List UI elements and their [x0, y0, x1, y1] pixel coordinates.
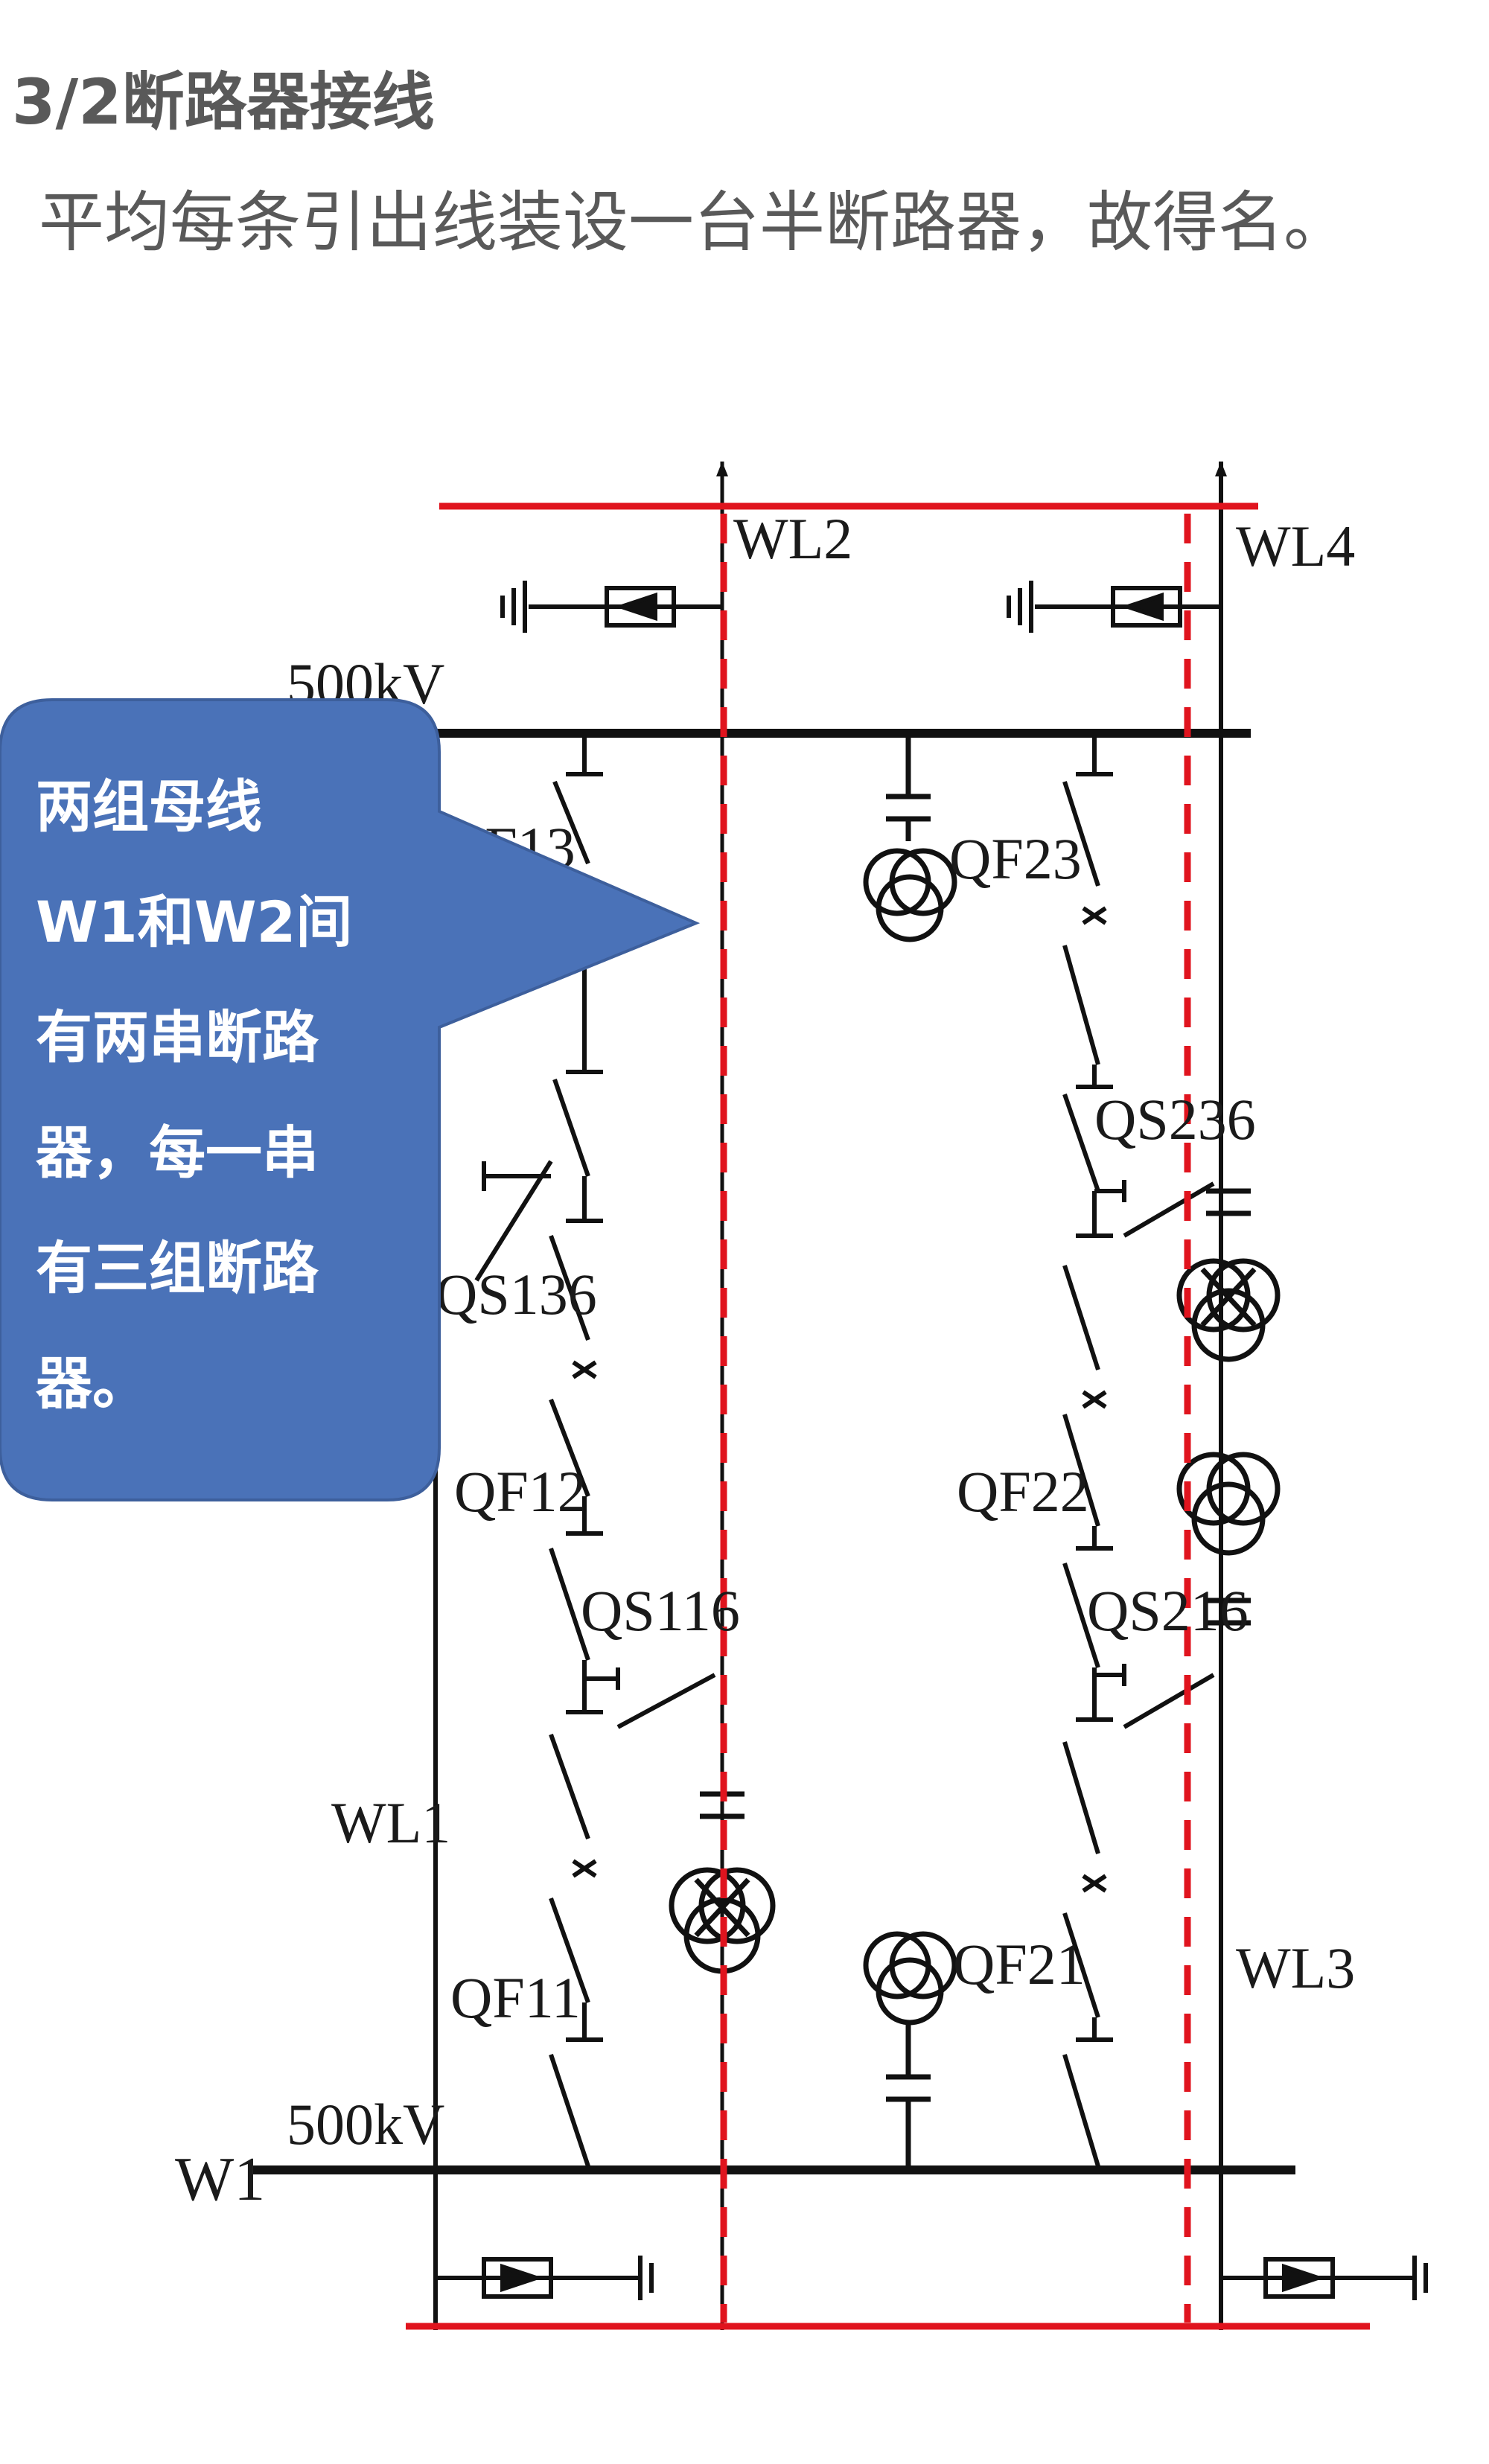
label-wl2: WL2 — [733, 506, 852, 571]
label-qf11: QF11 — [450, 1965, 581, 2030]
label-wl1: WL1 — [331, 1790, 450, 1855]
label-qf23: QF23 — [949, 826, 1082, 891]
transformer-right-string-lower — [1176, 1452, 1281, 1626]
ground-device-wl1 — [436, 2256, 654, 2300]
ground-device-wl3 — [1221, 2256, 1428, 2300]
label-wl4: WL4 — [1236, 514, 1355, 578]
wl2-arrow — [716, 462, 728, 476]
transformer-bottom-center — [863, 1931, 957, 2170]
left-switch-chain — [474, 733, 716, 2167]
label-qf22: QF22 — [957, 1459, 1089, 1524]
wl4-arrow — [1215, 462, 1227, 476]
label-w1: W1 — [175, 2145, 265, 2214]
label-qs236: QS236 — [1094, 1087, 1256, 1152]
callout-line-1: 两组母线 — [36, 773, 262, 840]
right-switch-chain — [1062, 733, 1215, 2167]
ground-device-wl4 — [1007, 581, 1221, 633]
red-highlight — [406, 502, 1370, 2330]
label-qs116: QS116 — [581, 1578, 740, 1643]
callout-bubble: 两组母线 W1和W2间 有两串断路 器，每一串 有三组断路 器。 — [0, 698, 701, 1501]
label-bus-bottom-voltage: 500kV — [287, 2092, 444, 2157]
callout-line-4: 器，每一串 — [36, 1120, 319, 1186]
transformer-right-string-upper — [1176, 1188, 1281, 1362]
label-qf12: QF12 — [454, 1459, 587, 1524]
callout-line-6: 器。 — [36, 1350, 149, 1417]
label-qs136: QS136 — [436, 1262, 597, 1327]
slide-subtitle: 平均每条引出线装设一台半断路器，故得名。 — [39, 184, 1350, 261]
slide-title: 3/2断路器接线 — [12, 66, 435, 138]
label-qf21: QF21 — [953, 1932, 1085, 1997]
label-wl3: WL3 — [1236, 1935, 1355, 2000]
label-qs216: QS216 — [1087, 1578, 1249, 1643]
transformer-top-center — [863, 733, 957, 942]
callout-line-2: W1和W2间 — [36, 889, 352, 955]
callout-line-3: 有两串断路 — [36, 1004, 319, 1070]
callout-line-5: 有三组断路 — [36, 1235, 319, 1301]
ground-device-wl2 — [500, 581, 722, 633]
